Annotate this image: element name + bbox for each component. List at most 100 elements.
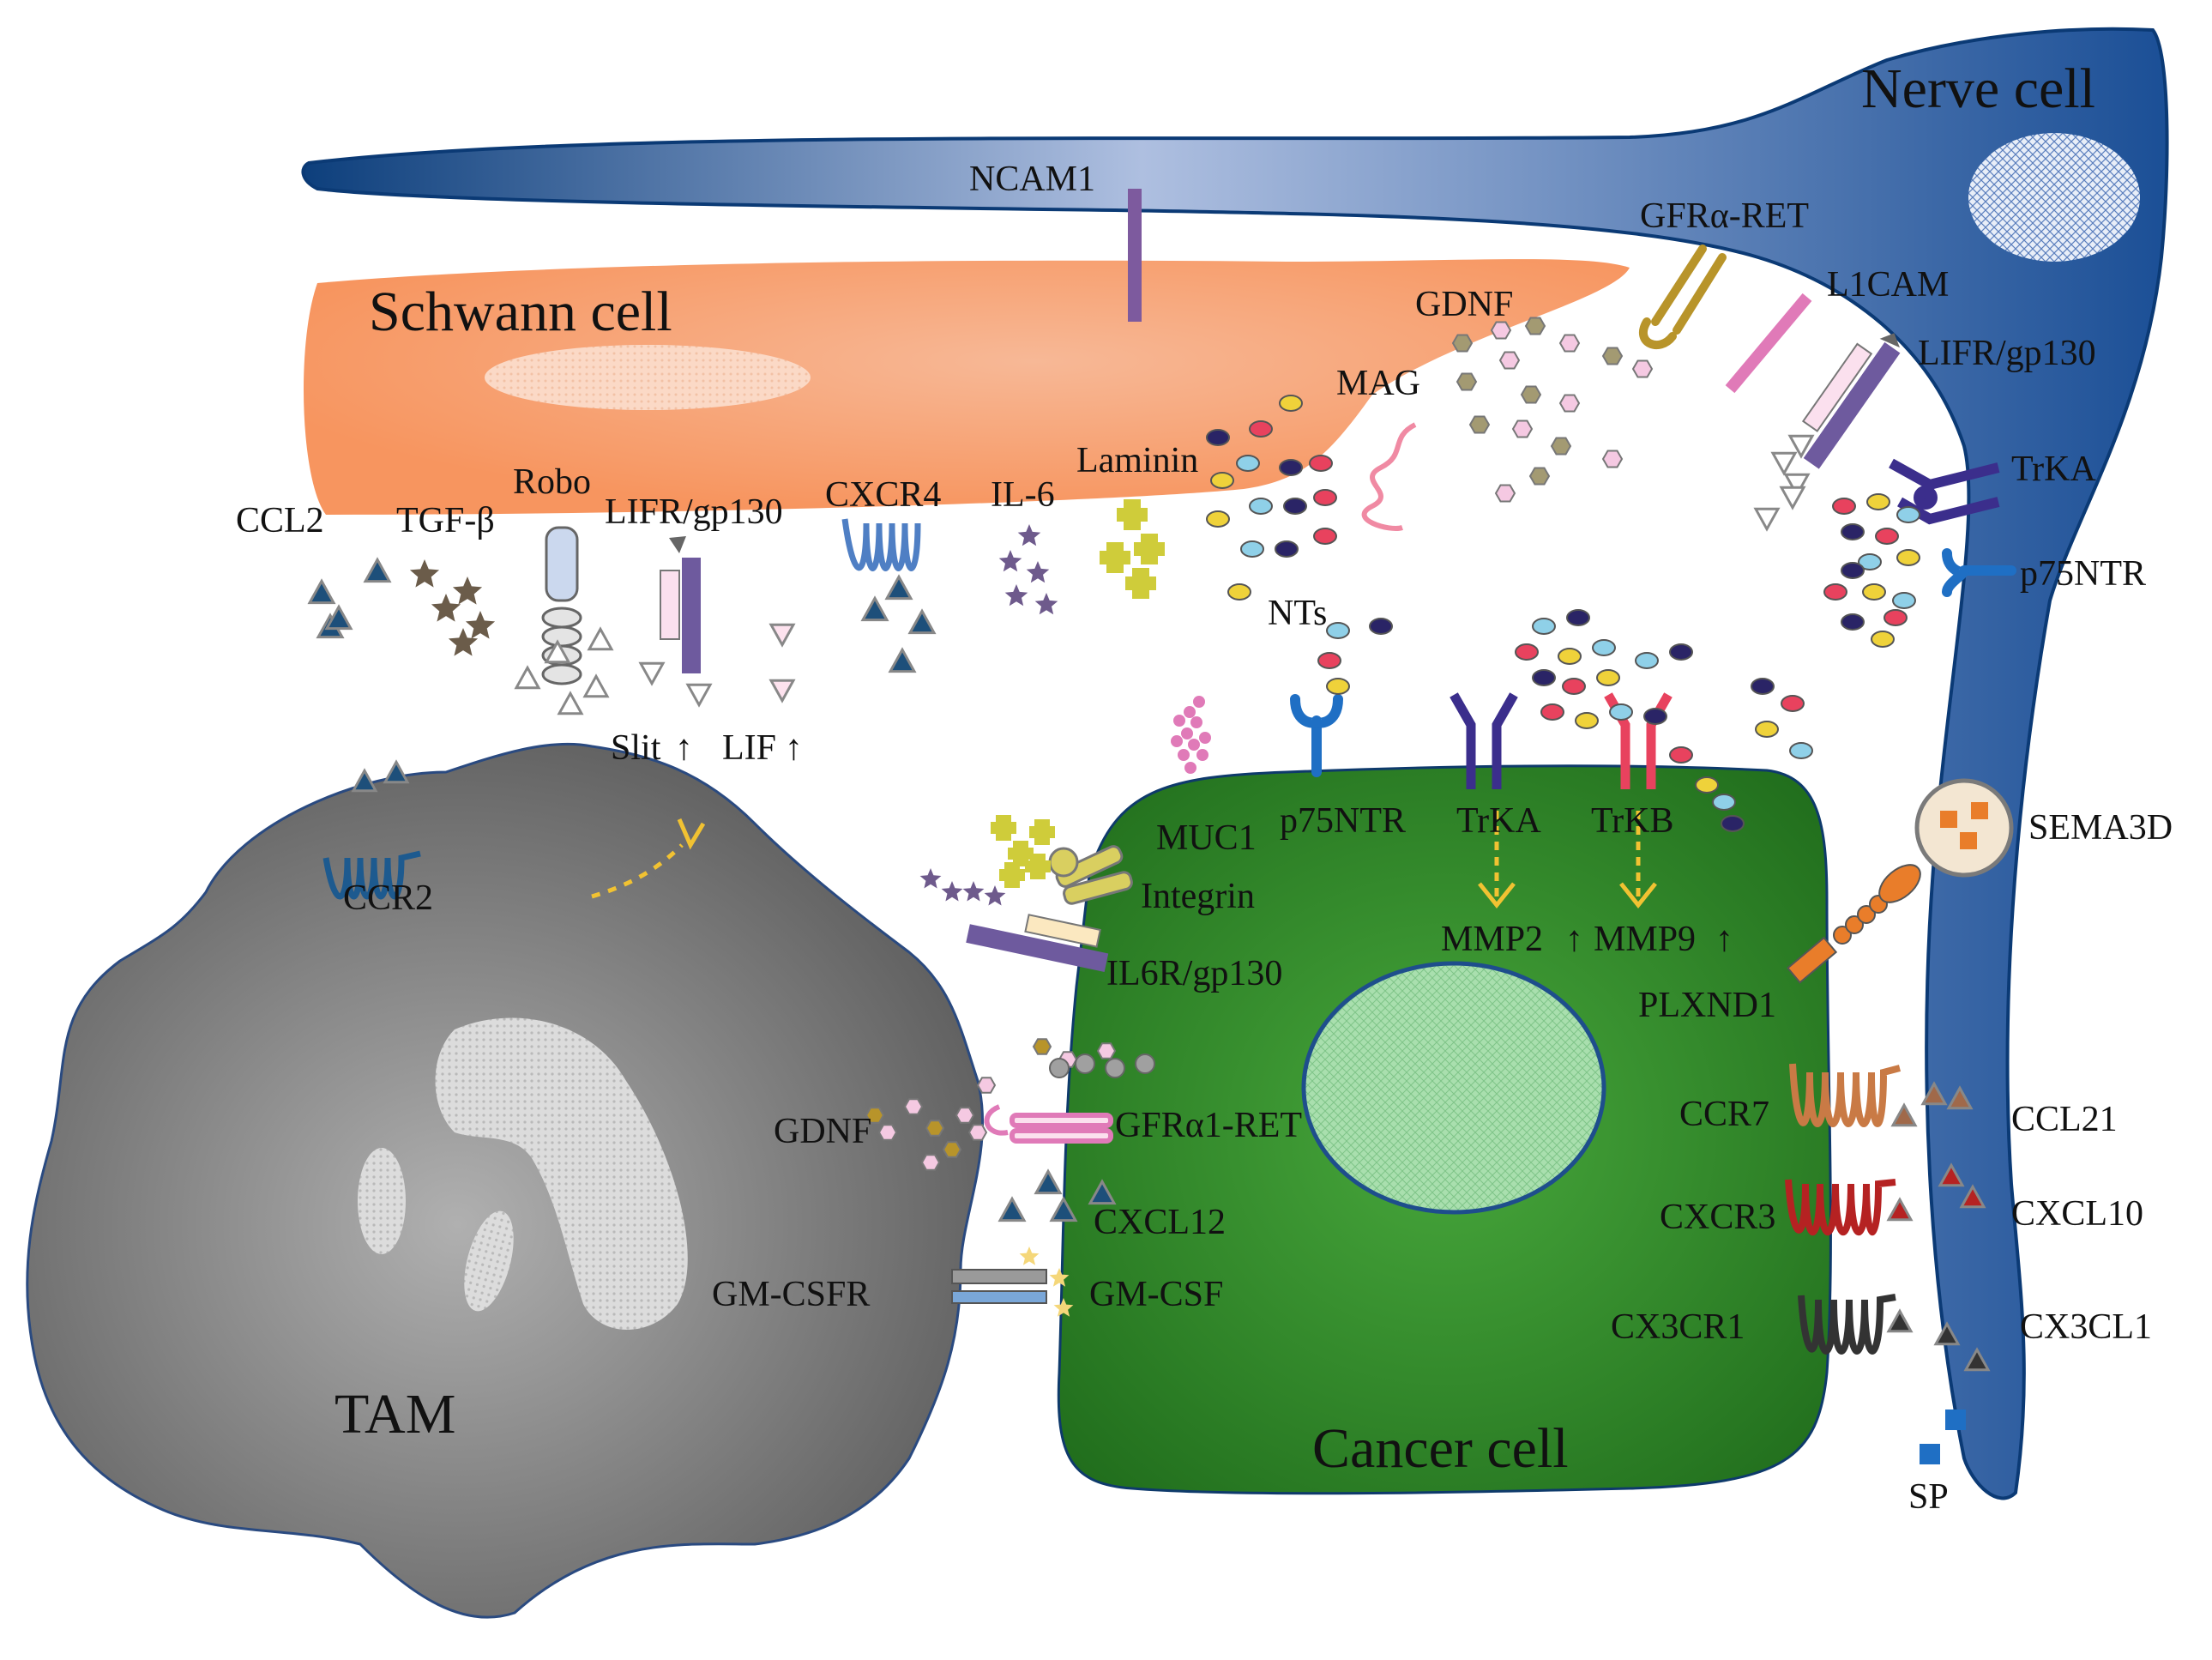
ccl2-label: CCL2 bbox=[236, 501, 324, 540]
neurotrophin-ligand bbox=[1823, 583, 1847, 601]
robo-label: Robo bbox=[513, 462, 591, 502]
gmcsf-label: GM-CSF bbox=[1089, 1275, 1223, 1314]
cxcl10-label: CXCL10 bbox=[2011, 1194, 2143, 1234]
neurotrophin-ligand bbox=[1841, 613, 1865, 631]
labels: Nerve cell Schwann cell TAM Cancer cell … bbox=[236, 57, 2173, 1517]
gfra1-ret-label: GFRα1-RET bbox=[1115, 1106, 1302, 1145]
tgfb-label: TGF-β bbox=[396, 501, 495, 540]
il6-ligand bbox=[1026, 561, 1050, 583]
tam-label: TAM bbox=[335, 1383, 455, 1446]
sp-ligand bbox=[1945, 1409, 1966, 1430]
neurotrophin-ligand bbox=[1755, 721, 1779, 738]
plxnd1-label: PLXND1 bbox=[1638, 986, 1776, 1025]
neurotrophin-ligand bbox=[1862, 583, 1886, 601]
sp-label: SP bbox=[1908, 1477, 1949, 1517]
sema3d-vesicle bbox=[1914, 778, 2014, 878]
lifr-nerve-label: LIFR/gp130 bbox=[1918, 334, 2096, 373]
gfra1-ret-receptor bbox=[984, 1104, 1113, 1144]
gdnf-ligand bbox=[925, 1120, 945, 1137]
ccl2-ligand bbox=[351, 768, 378, 793]
tam-nucleus-lobe bbox=[358, 1148, 406, 1254]
neurotrophin-ligand bbox=[1871, 631, 1895, 648]
gdnf-ligand bbox=[1524, 317, 1546, 335]
muc1-label: MUC1 bbox=[1156, 818, 1257, 858]
neurotrophin-ligand bbox=[1206, 510, 1230, 528]
p75ntr-nerve-label: p75NTR bbox=[2020, 554, 2146, 594]
ccl21-ligand bbox=[1920, 1081, 1948, 1106]
il6-ligand bbox=[998, 550, 1022, 572]
tgf-beta-ligand bbox=[465, 611, 496, 639]
lif-label: LIF bbox=[722, 728, 776, 768]
gdnf-ligand bbox=[1528, 467, 1551, 486]
gdnf-ligand bbox=[1105, 1058, 1125, 1078]
nerve-cell-label: Nerve cell bbox=[1861, 57, 2095, 120]
lif-ligand bbox=[768, 679, 796, 703]
slit-label: Slit bbox=[611, 728, 661, 768]
gdnf-ligand bbox=[1075, 1053, 1095, 1074]
neurotrophin-ligand bbox=[1609, 703, 1633, 721]
mmp9-up-arrow: ↑ bbox=[1715, 920, 1733, 959]
schwann-cell bbox=[303, 259, 1630, 515]
slit-up-arrow: ↑ bbox=[675, 728, 693, 768]
laminin-ligand bbox=[1134, 542, 1165, 556]
gdnf-ligand bbox=[1049, 1058, 1070, 1078]
neurotrophin-ligand bbox=[1275, 540, 1299, 558]
gdnf-ligand bbox=[1490, 321, 1512, 340]
neurotrophin-ligand bbox=[1210, 472, 1234, 489]
laminin-label: Laminin bbox=[1076, 441, 1198, 480]
lif-ligand bbox=[1787, 434, 1815, 459]
laminin-ligand bbox=[999, 869, 1025, 881]
neurotrophin-ligand bbox=[1751, 678, 1775, 695]
slit-ligand bbox=[587, 626, 614, 651]
il6-label: IL-6 bbox=[991, 475, 1055, 515]
neurotrophin-ligand bbox=[1896, 549, 1920, 566]
trka-cancer-label: TrKA bbox=[1456, 801, 1541, 841]
neurotrophin-ligand bbox=[1279, 459, 1303, 476]
cxcl12-ligand bbox=[888, 647, 917, 673]
gdnf-ligand bbox=[1032, 1038, 1052, 1055]
p75ntr-cancer-label: p75NTR bbox=[1280, 801, 1406, 841]
neurotrophin-ligand bbox=[1240, 540, 1264, 558]
gdnf-ligand bbox=[1601, 450, 1624, 468]
cxcl10-ligand bbox=[1886, 1197, 1914, 1222]
cxcl12-ligand bbox=[907, 608, 937, 635]
gdnf-ligand bbox=[942, 1141, 962, 1158]
ccl2-ligand bbox=[383, 759, 410, 784]
lifr-gp130-nerve-receptor bbox=[1801, 333, 1901, 469]
integrin-label: Integrin bbox=[1141, 877, 1255, 916]
il6-ligand bbox=[919, 868, 942, 889]
neurotrophin-ligand bbox=[1695, 776, 1719, 794]
neurotrophin-ligand bbox=[1309, 455, 1333, 472]
slit-ligand bbox=[582, 673, 610, 698]
neurotrophin-ligand bbox=[1566, 609, 1590, 626]
laminin-ligand bbox=[1100, 551, 1130, 564]
il6-ligand bbox=[1004, 584, 1028, 607]
il6r-label: IL6R/gp130 bbox=[1106, 954, 1282, 993]
gdnf-ligand bbox=[1494, 484, 1516, 503]
ccr7-receptor bbox=[1789, 1063, 1902, 1127]
gdnf-ligand bbox=[967, 1124, 988, 1141]
neurotrophin-ligand bbox=[1592, 639, 1616, 656]
cancer-nucleus bbox=[1301, 961, 1606, 1215]
gdnf-ligand bbox=[976, 1077, 997, 1094]
neurotrophin-ligand bbox=[1866, 493, 1890, 510]
neurotrophin-ligand bbox=[1236, 455, 1260, 472]
gdnf-ligand bbox=[955, 1107, 975, 1124]
gdnf-ligand bbox=[920, 1154, 941, 1171]
gdnf-tam-label: GDNF bbox=[774, 1112, 871, 1151]
ccl21-ligand bbox=[1890, 1102, 1918, 1127]
ccr7-label: CCR7 bbox=[1679, 1095, 1769, 1134]
neurotrophin-ligand bbox=[1858, 553, 1882, 570]
nerve-cell bbox=[301, 27, 2169, 1500]
il6-ligand bbox=[941, 881, 963, 902]
cxcr4-receptor bbox=[841, 518, 921, 571]
ncam1-label: NCAM1 bbox=[969, 160, 1095, 199]
gdnf-ligand bbox=[1451, 334, 1474, 353]
gdnf-top-label: GDNF bbox=[1415, 285, 1513, 324]
mag-ligand bbox=[1361, 422, 1417, 531]
neurotrophin-ligand bbox=[1884, 609, 1908, 626]
il6-ligand bbox=[1017, 524, 1041, 546]
robo-receptor bbox=[541, 526, 582, 685]
gdnf-ligand bbox=[1520, 385, 1542, 404]
cancer-cell bbox=[1057, 764, 1832, 1495]
